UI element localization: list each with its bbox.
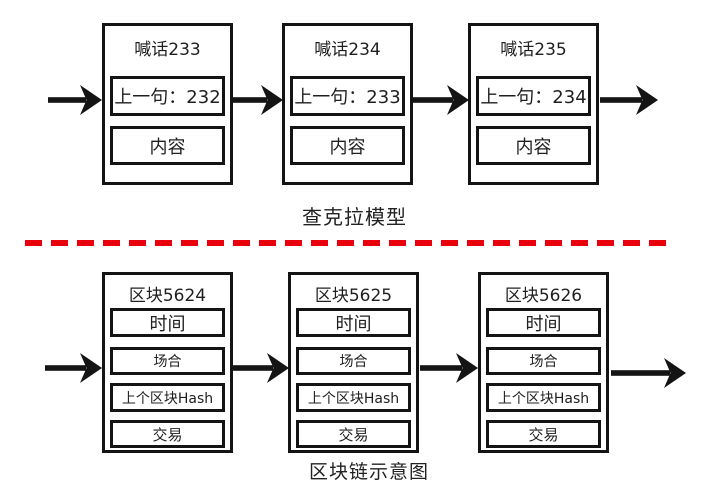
block-node-title: 区块5624 xyxy=(128,286,207,306)
chat-node-title: 喊话234 xyxy=(314,40,381,60)
block-row-time: 时间 xyxy=(110,308,225,337)
prev-sentence-field: 上一句：232 xyxy=(110,76,225,116)
prev-sentence-field: 上一句：233 xyxy=(290,76,405,116)
chat-node-title: 喊话235 xyxy=(500,40,567,60)
block-row-occasion: 场合 xyxy=(486,347,601,375)
block-node-5625: 区块5625 时间 场合 上个区块Hash 交易 xyxy=(288,272,419,453)
arrow-right-icon xyxy=(48,85,102,115)
block-row-transactions: 交易 xyxy=(486,420,601,448)
content-field: 内容 xyxy=(290,126,405,165)
block-row-transactions: 交易 xyxy=(296,420,411,448)
block-row-time: 时间 xyxy=(296,308,411,337)
top-section-caption: 查克拉模型 xyxy=(302,205,407,229)
chat-node-title: 喊话233 xyxy=(134,40,201,60)
block-row-time: 时间 xyxy=(486,308,601,337)
block-row-transactions: 交易 xyxy=(110,420,225,448)
content-field: 内容 xyxy=(476,126,591,165)
chat-node-235: 喊话235 上一句：234 内容 xyxy=(468,23,599,185)
block-row-prev-hash: 上个区块Hash xyxy=(110,383,225,412)
arrow-right-icon xyxy=(412,85,469,115)
prev-sentence-field: 上一句：234 xyxy=(476,76,591,116)
block-row-occasion: 场合 xyxy=(110,347,225,375)
block-row-prev-hash: 上个区块Hash xyxy=(296,383,411,412)
block-node-5626: 区块5626 时间 场合 上个区块Hash 交易 xyxy=(478,272,609,453)
arrow-right-icon xyxy=(230,85,283,115)
block-row-prev-hash: 上个区块Hash xyxy=(486,383,601,412)
content-field: 内容 xyxy=(110,126,225,165)
block-node-title: 区块5626 xyxy=(504,286,583,306)
block-row-occasion: 场合 xyxy=(296,347,411,375)
chat-node-234: 喊话234 上一句：233 内容 xyxy=(282,23,413,185)
divider-dashed-line xyxy=(25,240,667,246)
arrow-right-icon xyxy=(420,353,478,383)
chat-node-233: 喊话233 上一句：232 内容 xyxy=(102,23,233,185)
arrow-right-icon xyxy=(45,353,102,383)
bottom-section-caption: 区块链示意图 xyxy=(309,461,430,483)
arrow-right-icon xyxy=(232,353,289,383)
arrow-right-icon xyxy=(600,85,658,115)
block-node-5624: 区块5624 时间 场合 上个区块Hash 交易 xyxy=(102,272,233,453)
arrow-right-icon xyxy=(611,358,686,388)
block-node-title: 区块5625 xyxy=(314,286,393,306)
